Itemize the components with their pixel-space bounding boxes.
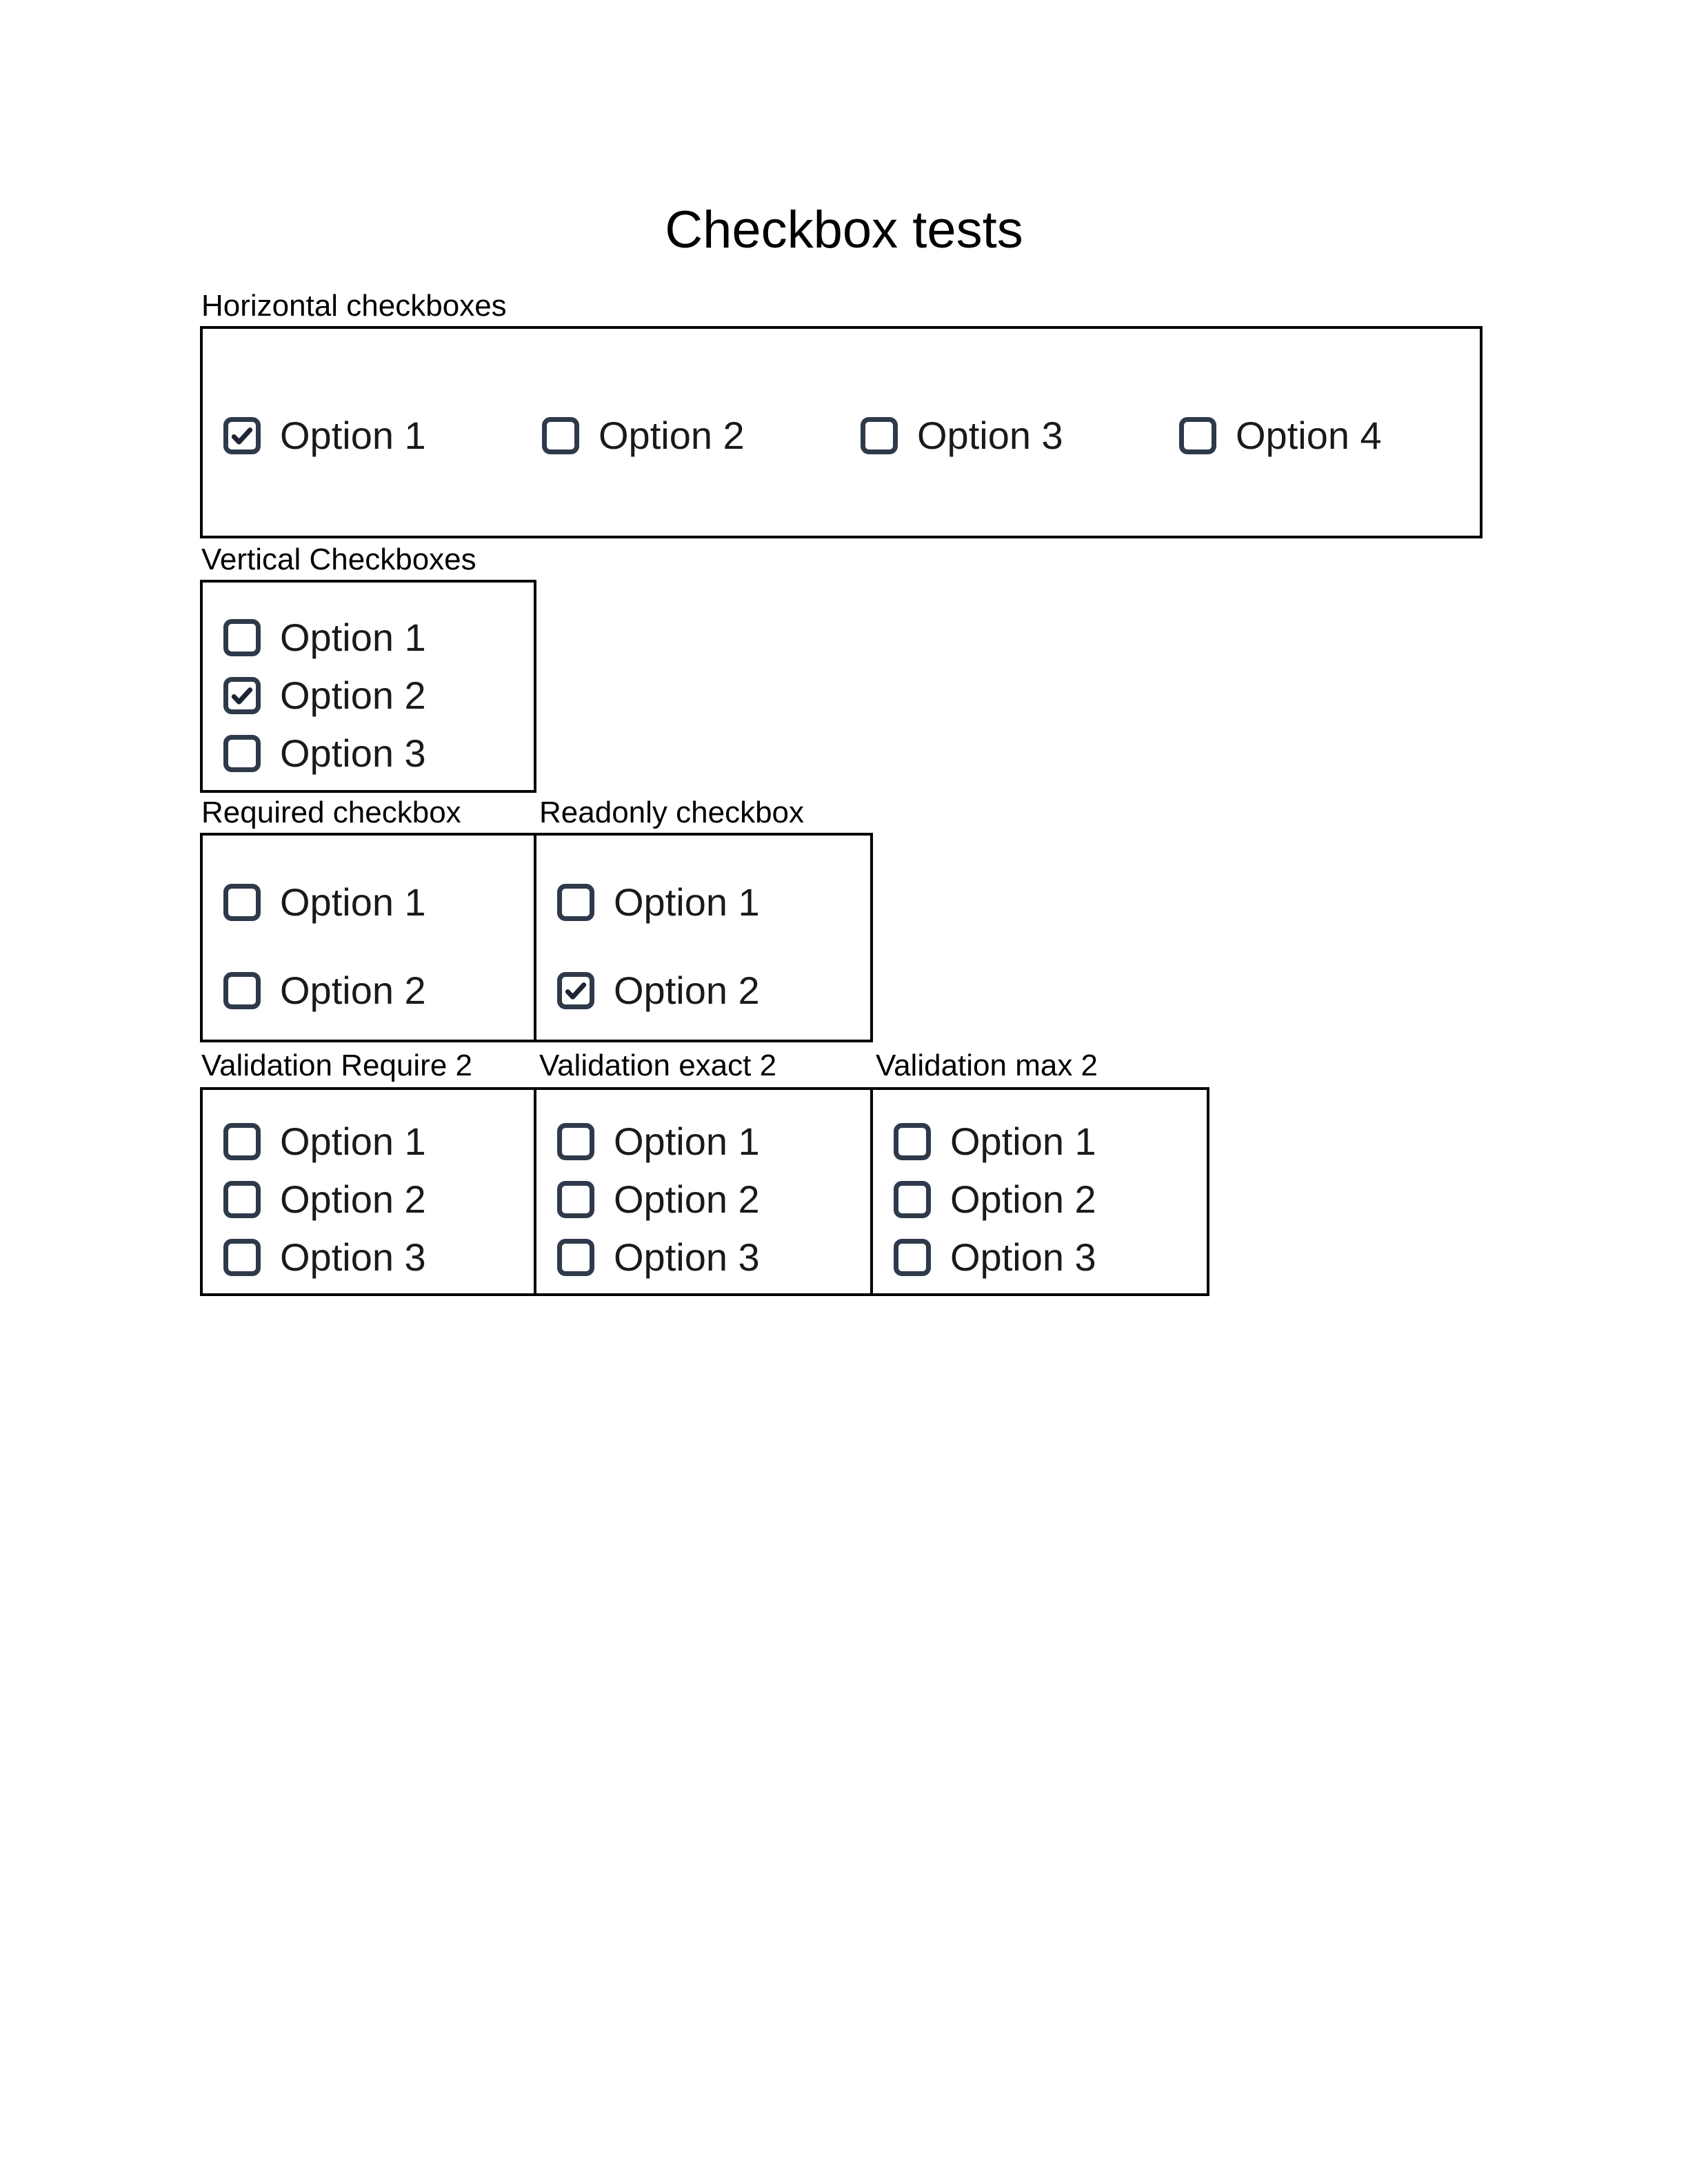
checkbox-unchecked-icon[interactable] — [1179, 417, 1216, 454]
checkbox-option[interactable]: Option 3 — [223, 734, 534, 773]
checkbox-option-label: Option 1 — [614, 880, 760, 924]
checkbox-option[interactable]: Option 2 — [223, 676, 534, 715]
checkbox-option-label: Option 1 — [280, 616, 426, 659]
checkbox-option[interactable]: Option 2 — [223, 971, 534, 1010]
section-label-validation-require-2: Validation Require 2 — [201, 1049, 472, 1082]
checkbox-group-validation-exact-2: Option 1 Option 2 Option 3 — [534, 1087, 873, 1296]
checkbox-unchecked-icon — [557, 884, 594, 921]
checkbox-option-label: Option 2 — [280, 674, 426, 717]
section-label-horizontal-checkboxes: Horizontal checkboxes — [201, 289, 507, 323]
checkbox-option-label: Option 1 — [950, 1120, 1096, 1163]
checkbox-option[interactable]: Option 1 — [223, 1122, 534, 1161]
section-label-validation-exact-2: Validation exact 2 — [539, 1049, 777, 1082]
checkbox-option-label: Option 1 — [280, 1120, 426, 1163]
checkbox-option-label: Option 2 — [280, 1177, 426, 1221]
checkbox-option-label: Option 3 — [614, 1235, 760, 1279]
checkbox-group-required: Option 1 Option 2 — [200, 833, 536, 1042]
section-label-vertical-checkboxes: Vertical Checkboxes — [201, 543, 476, 576]
checkbox-unchecked-icon[interactable] — [557, 1123, 594, 1160]
page-title: Checkbox tests — [665, 201, 1023, 259]
checkbox-option-label: Option 3 — [280, 1235, 426, 1279]
checkbox-group-readonly: Option 1 Option 2 — [534, 833, 873, 1042]
checkbox-option[interactable]: Option 3 — [557, 1238, 870, 1277]
checkbox-option-label: Option 4 — [1236, 414, 1382, 457]
checkbox-option[interactable]: Option 1 — [894, 1122, 1207, 1161]
checkbox-group-vertical: Option 1 Option 2 Option 3 — [200, 580, 536, 793]
checkbox-option[interactable]: Option 3 — [223, 1238, 534, 1277]
checkbox-option[interactable]: Option 1 — [223, 883, 534, 922]
checkbox-option: Option 2 — [557, 971, 870, 1010]
checkbox-option[interactable]: Option 1 — [223, 416, 542, 455]
checkbox-unchecked-icon[interactable] — [894, 1123, 931, 1160]
checkbox-option-label: Option 2 — [280, 969, 426, 1012]
checkbox-option-label: Option 1 — [280, 880, 426, 924]
checkbox-option-label: Option 2 — [614, 1177, 760, 1221]
checkbox-option-label: Option 2 — [950, 1177, 1096, 1221]
checkbox-option-label: Option 3 — [950, 1235, 1096, 1279]
checkbox-checked-icon[interactable] — [223, 417, 261, 454]
section-label-readonly-checkbox: Readonly checkbox — [539, 796, 805, 829]
checkbox-unchecked-icon[interactable] — [223, 619, 261, 656]
checkbox-unchecked-icon[interactable] — [894, 1181, 931, 1218]
checkbox-option-label: Option 2 — [599, 414, 745, 457]
checkbox-unchecked-icon[interactable] — [557, 1181, 594, 1218]
checkbox-unchecked-icon[interactable] — [223, 884, 261, 921]
checkbox-unchecked-icon[interactable] — [223, 1123, 261, 1160]
checkbox-unchecked-icon[interactable] — [223, 1239, 261, 1276]
checkbox-option-label: Option 1 — [614, 1120, 760, 1163]
checkbox-option[interactable]: Option 1 — [223, 618, 534, 657]
checkbox-option-label: Option 3 — [280, 731, 426, 775]
checkbox-option[interactable]: Option 2 — [223, 1180, 534, 1219]
checkbox-unchecked-icon[interactable] — [223, 735, 261, 772]
checkbox-unchecked-icon[interactable] — [861, 417, 898, 454]
check-mark — [231, 427, 253, 445]
checkbox-option[interactable]: Option 2 — [542, 416, 861, 455]
checkbox-option: Option 1 — [557, 883, 870, 922]
checkbox-option[interactable]: Option 2 — [894, 1180, 1207, 1219]
checkbox-checked-icon[interactable] — [223, 677, 261, 714]
checkbox-unchecked-icon[interactable] — [223, 972, 261, 1009]
checkbox-unchecked-icon[interactable] — [223, 1181, 261, 1218]
checkbox-option-label: Option 3 — [917, 414, 1063, 457]
checkbox-option[interactable]: Option 3 — [894, 1238, 1207, 1277]
checkbox-option-label: Option 2 — [614, 969, 760, 1012]
checkbox-group-validation-require-2: Option 1 Option 2 Option 3 — [200, 1087, 536, 1296]
check-mark — [231, 687, 253, 705]
checkbox-option-label: Option 1 — [280, 414, 426, 457]
checkbox-unchecked-icon[interactable] — [542, 417, 579, 454]
section-label-validation-max-2: Validation max 2 — [876, 1049, 1098, 1082]
checkbox-option[interactable]: Option 1 — [557, 1122, 870, 1161]
section-label-required-checkbox: Required checkbox — [201, 796, 461, 829]
checkbox-option[interactable]: Option 4 — [1179, 416, 1498, 455]
checkbox-group-validation-max-2: Option 1 Option 2 Option 3 — [870, 1087, 1209, 1296]
checkbox-option[interactable]: Option 3 — [861, 416, 1179, 455]
check-mark — [565, 982, 587, 1000]
checkbox-checked-icon — [557, 972, 594, 1009]
checkbox-option[interactable]: Option 2 — [557, 1180, 870, 1219]
checkbox-unchecked-icon[interactable] — [557, 1239, 594, 1276]
checkbox-unchecked-icon[interactable] — [894, 1239, 931, 1276]
checkbox-group-horizontal: Option 1 Option 2 Option 3 Option 4 — [200, 326, 1483, 538]
